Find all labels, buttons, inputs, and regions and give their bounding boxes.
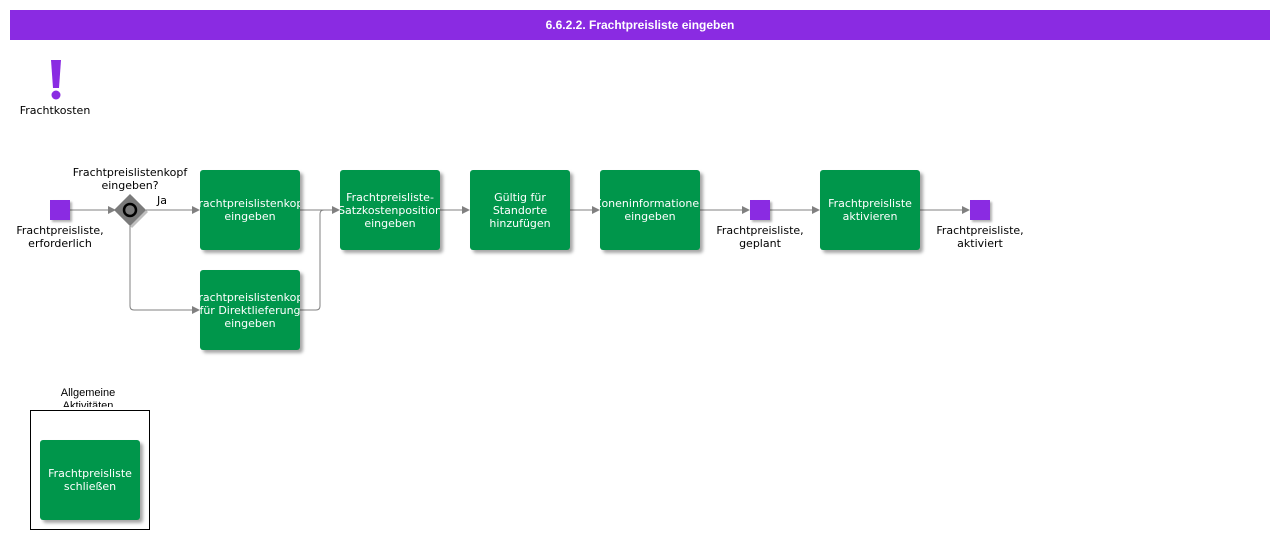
task-satzkostenposition-eingeben[interactable]: Frachtpreisliste- Satzkostenposition ein…	[340, 170, 440, 250]
task-label: Frachtpreislistenkopf für Direktlieferun…	[200, 290, 300, 330]
exclamation-bar	[51, 60, 61, 88]
task-label: Frachtpreisliste aktivieren	[828, 197, 912, 223]
task-kopf-eingeben[interactable]: Frachtpreislistenkopf eingeben	[200, 170, 300, 250]
start-event-label: Frachtpreisliste, erforderlich	[16, 224, 104, 250]
gateway-yes-label: Ja	[157, 194, 167, 207]
connector-gateway-to-direkt	[129, 226, 200, 314]
task-label: Frachtpreisliste- Satzkostenposition ein…	[340, 190, 440, 230]
exclamation-icon	[47, 58, 65, 100]
group-title: Allgemeine Aktivitäten	[60, 387, 116, 407]
task-frachtpreisliste-schliessen[interactable]: Frachtpreisliste schließen	[40, 440, 140, 520]
gateway-diamond-icon[interactable]	[114, 194, 148, 228]
diagram-title: 6.6.2.2. Frachtpreisliste eingeben	[545, 18, 735, 32]
diagram-header: 6.6.2.2. Frachtpreisliste eingeben	[10, 10, 1270, 40]
task-frachtpreisliste-aktivieren[interactable]: Frachtpreisliste aktivieren	[820, 170, 920, 250]
start-event[interactable]	[50, 200, 70, 220]
task-direktlieferung-eingeben[interactable]: Frachtpreislistenkopf für Direktlieferun…	[200, 270, 300, 350]
task-label: Zoneninformationen eingeben	[600, 197, 700, 223]
gateway-shape	[114, 194, 146, 226]
task-zoneninformationen-eingeben[interactable]: Zoneninformationen eingeben	[600, 170, 700, 250]
task-label: Frachtpreislistenkopf eingeben	[200, 197, 300, 223]
exclamation-dot	[51, 90, 61, 100]
activated-event-label: Frachtpreisliste, aktiviert	[936, 224, 1024, 250]
connector-direkt-to-satzkosten	[300, 209, 325, 311]
planned-event[interactable]	[750, 200, 770, 220]
planned-event-label: Frachtpreisliste, geplant	[716, 224, 804, 250]
task-standorte-hinzufuegen[interactable]: Gültig für Standorte hinzufügen	[470, 170, 570, 250]
task-label: Frachtpreisliste schließen	[48, 467, 132, 493]
task-label: Gültig für Standorte hinzufügen	[489, 190, 551, 230]
activated-event[interactable]	[970, 200, 990, 220]
gateway-inner-circle	[122, 202, 138, 218]
note-label: Frachtkosten	[19, 104, 91, 117]
gateway-question: Frachtpreislistenkopf eingeben?	[72, 166, 188, 192]
